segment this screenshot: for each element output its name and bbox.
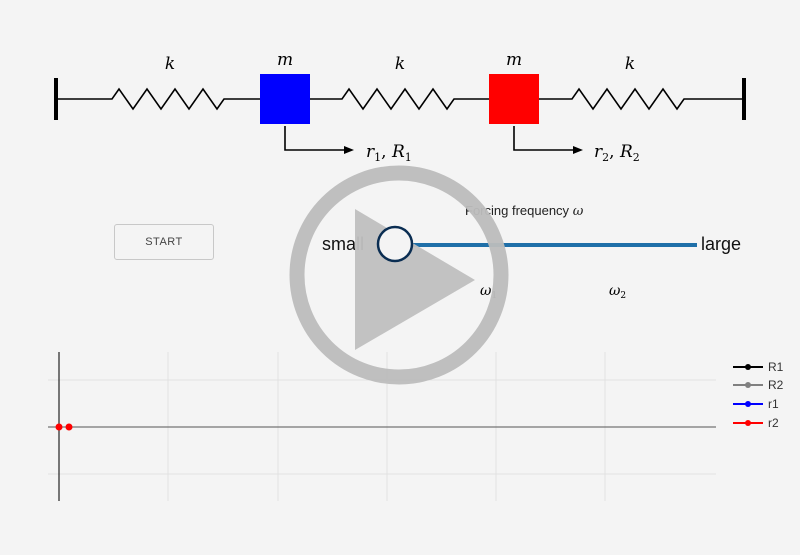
legend-marker-R2 (745, 382, 751, 388)
plot-point-r1 (55, 423, 63, 431)
mass-1 (260, 74, 310, 124)
legend-label-R1: R1 (768, 360, 784, 374)
legend-marker-r1 (745, 401, 751, 407)
legend-label-r1: r1 (768, 397, 779, 411)
spring-2 (310, 87, 489, 111)
legend-label-R2: R2 (768, 378, 784, 392)
slider-max-label: large (701, 234, 742, 254)
arrow-2-head (573, 146, 583, 154)
spring-3-label: k (625, 54, 635, 74)
slider-title: Forcing frequency ω (465, 203, 583, 219)
spring-3 (539, 87, 744, 111)
arrow-1-head (344, 146, 354, 154)
omega-2-label: ω2 (609, 283, 626, 301)
mass-1-label: m (277, 50, 293, 70)
slider-min-label: small (322, 234, 365, 254)
mass-2 (489, 74, 539, 124)
arrow-2 (513, 126, 573, 151)
legend-marker-R1 (745, 364, 751, 370)
response-plot (48, 352, 716, 501)
omega-1-label: ω1 (480, 283, 497, 301)
plot-legend: R1 R2 r1 r2 (733, 360, 784, 430)
plot-point-r2 (65, 423, 73, 431)
slider-title-symbol: ω (572, 204, 584, 219)
legend-label-r2: r2 (768, 416, 779, 430)
spring-1-label: k (165, 54, 175, 74)
legend-marker-r2 (745, 420, 751, 426)
spring-2-label: k (395, 54, 405, 74)
coord-2-label: r2, R2 (594, 142, 640, 164)
spring-1 (56, 87, 260, 111)
slider-title-text: Forcing frequency (465, 203, 570, 218)
start-button[interactable]: START (114, 224, 214, 260)
coord-1-label: r1, R1 (366, 142, 412, 164)
mass-2-label: m (506, 50, 522, 70)
arrow-1 (284, 126, 344, 151)
